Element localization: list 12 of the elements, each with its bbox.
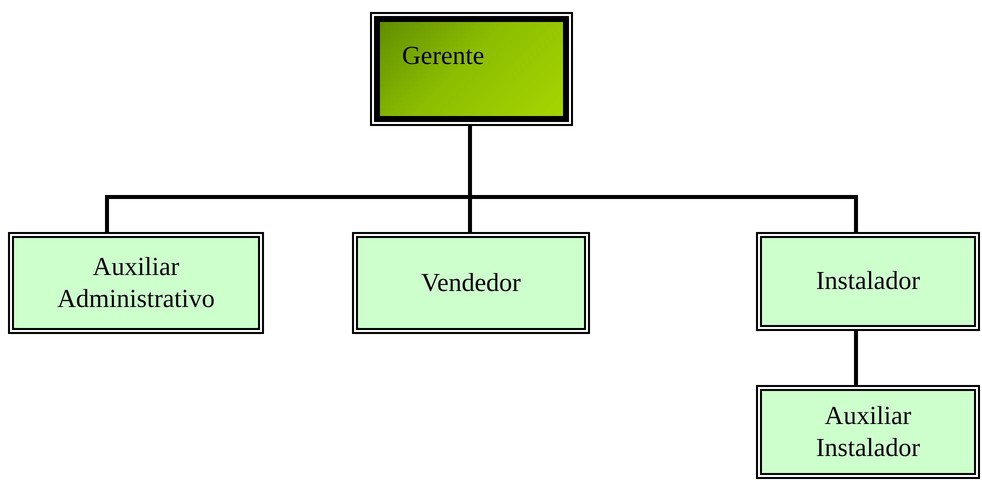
- position-box: [352, 232, 590, 334]
- box-label: Auxiliar Instalador: [815, 400, 921, 464]
- connector-line: [854, 331, 858, 385]
- box-label: Instalador: [816, 265, 920, 298]
- position-box: [8, 232, 264, 334]
- position-box: [756, 385, 980, 479]
- box-label: Vendedor: [421, 266, 521, 299]
- manager-box: [370, 12, 573, 126]
- position-box: [756, 232, 980, 331]
- box-label: Auxiliar Administrativo: [56, 250, 216, 315]
- box-label: Gerente: [402, 40, 484, 72]
- connector-line: [468, 126, 858, 232]
